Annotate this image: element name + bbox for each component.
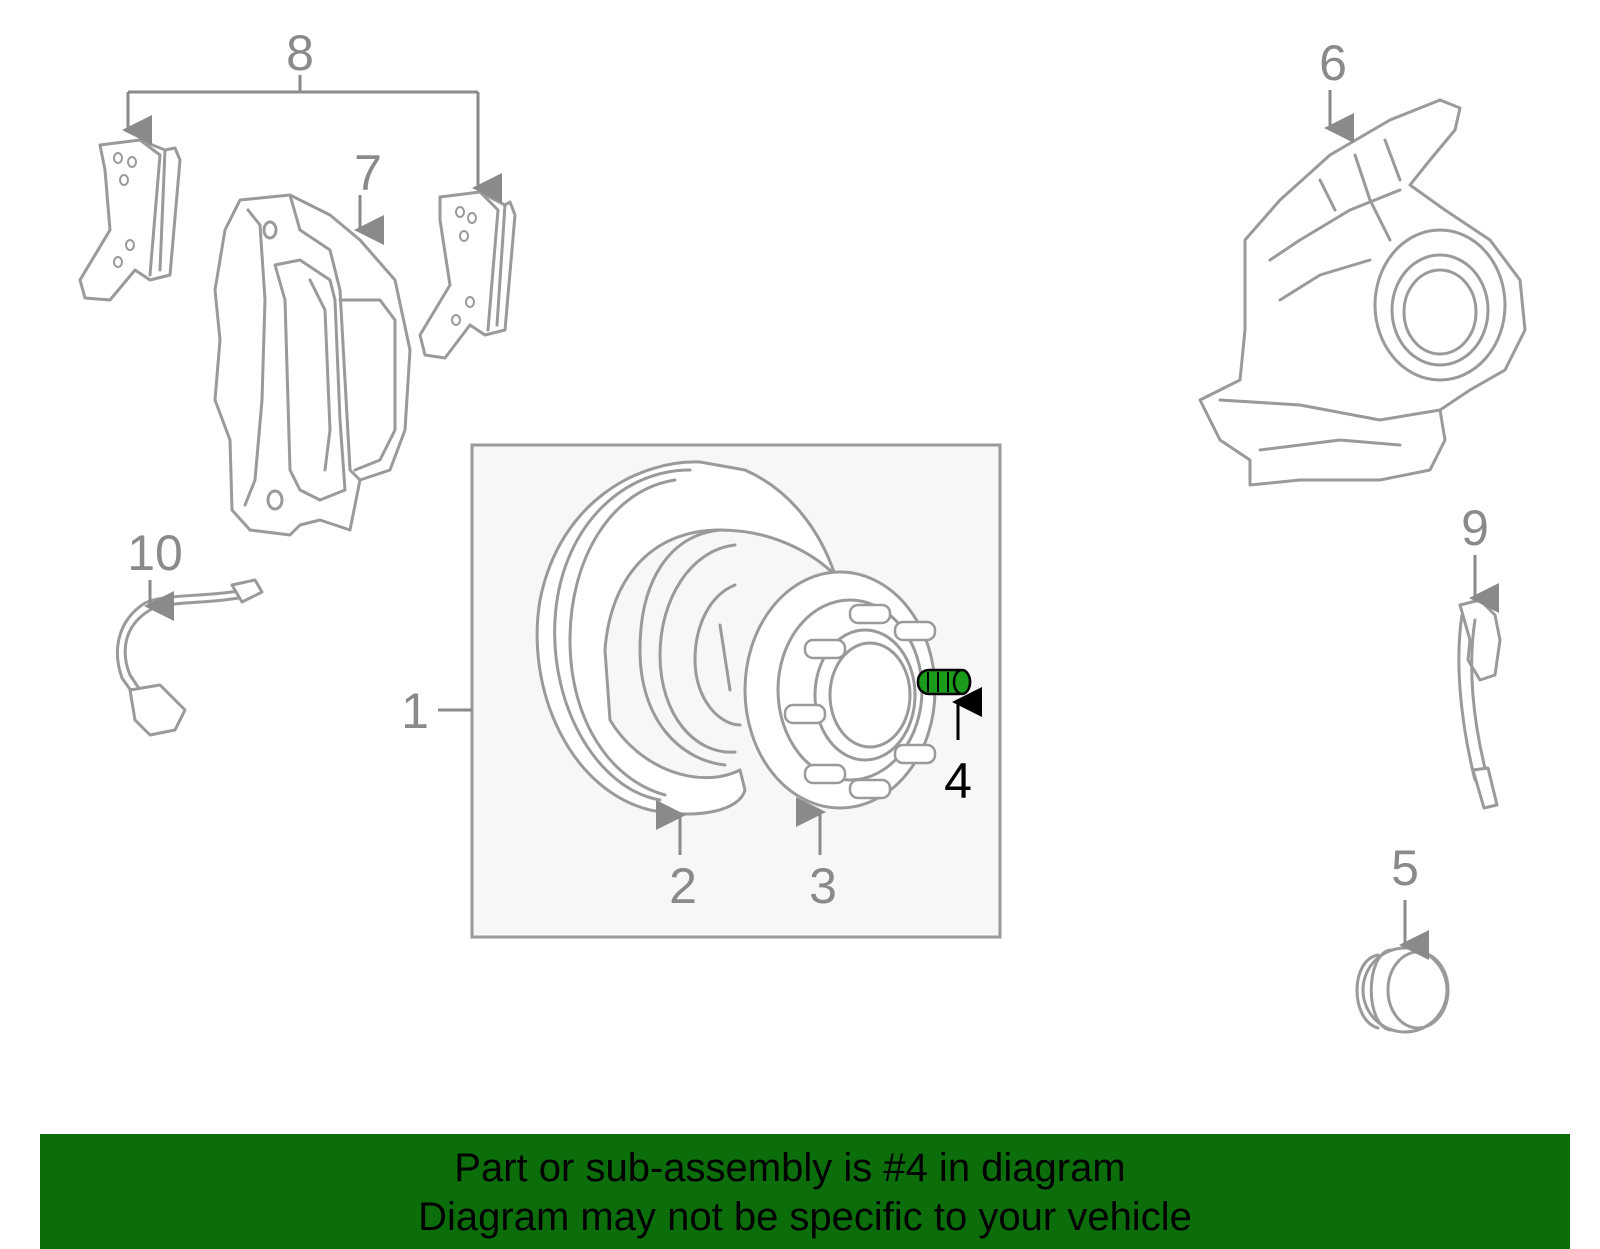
banner-line-2: Diagram may not be specific to your vehi…: [418, 1195, 1192, 1239]
wear-sensor-part: [115, 578, 264, 737]
callout-7: 7: [354, 145, 382, 201]
callout-6: 6: [1319, 35, 1347, 91]
brake-rotor-part: [535, 460, 837, 816]
callout-4: 4: [944, 753, 972, 809]
banner-line-1: Part or sub-assembly is #4 in diagram: [454, 1146, 1126, 1190]
wheel-hub-part: [743, 570, 937, 810]
callout-2: 2: [669, 858, 697, 914]
hub-cap-part: [1355, 946, 1450, 1034]
callout-9: 9: [1461, 500, 1489, 556]
parts-diagram: 8 7 6 10 9 1 2 3 4 5: [78, 25, 1527, 1034]
wheel-stud-part: [916, 668, 972, 696]
callout-10: 10: [127, 525, 183, 581]
abs-sensor-part: [1457, 598, 1502, 810]
info-banner: Part or sub-assembly is #4 in diagram Di…: [40, 1134, 1570, 1249]
callout-3: 3: [809, 858, 837, 914]
brake-caliper-part: [213, 193, 412, 537]
callout-5: 5: [1391, 840, 1419, 896]
brake-pads-part: [78, 138, 517, 360]
splash-shield-part: [1198, 98, 1527, 487]
callout-1: 1: [401, 683, 429, 739]
callout-8: 8: [286, 25, 314, 81]
